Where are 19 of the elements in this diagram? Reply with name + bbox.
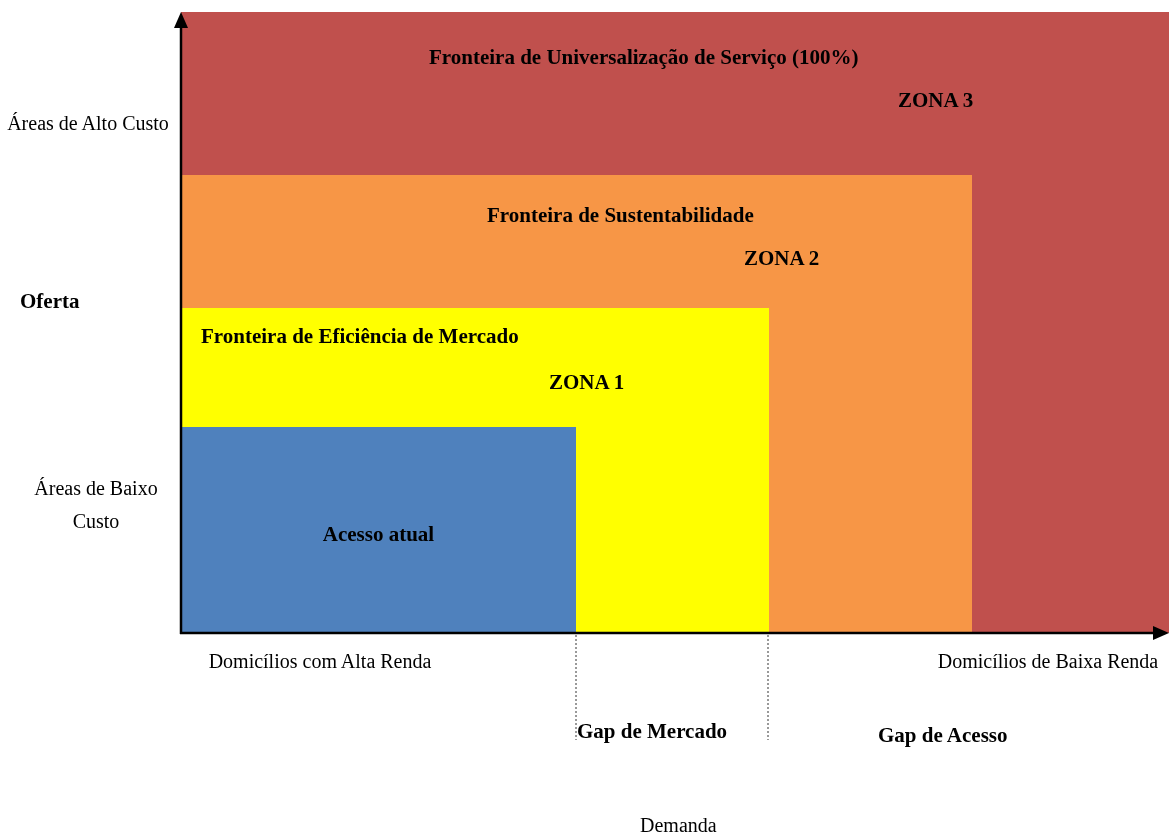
axis-title: Demanda (640, 813, 717, 834)
axis-label: Domicílios de Baixa Renda (936, 649, 1160, 674)
axis-label: Áreas de Baixo Custo (33, 476, 159, 534)
zone-area (181, 12, 1169, 633)
zone-title: Fronteira de Sustentabilidade (487, 202, 754, 229)
gap-label: Gap de Mercado (577, 718, 728, 745)
zone-label: ZONA 2 (744, 245, 820, 272)
zone-area (181, 308, 769, 633)
zone-title: Fronteira de Universalização de Serviço (100%) (429, 44, 859, 71)
axis-title: Oferta (20, 288, 80, 315)
zone-title: Fronteira de Eficiência de Mercado (201, 323, 519, 350)
zone-area (181, 427, 576, 633)
axis-label: Áreas de Alto Custo (6, 111, 170, 136)
zone-label: ZONA 3 (898, 87, 974, 114)
zone-title: Acesso atual (321, 521, 436, 548)
zone-label: ZONA 1 (549, 369, 625, 396)
axis-label: Domicílios com Alta Renda (207, 649, 433, 674)
gap-label: Gap de Acesso (878, 722, 1008, 749)
zone-area (181, 175, 972, 633)
